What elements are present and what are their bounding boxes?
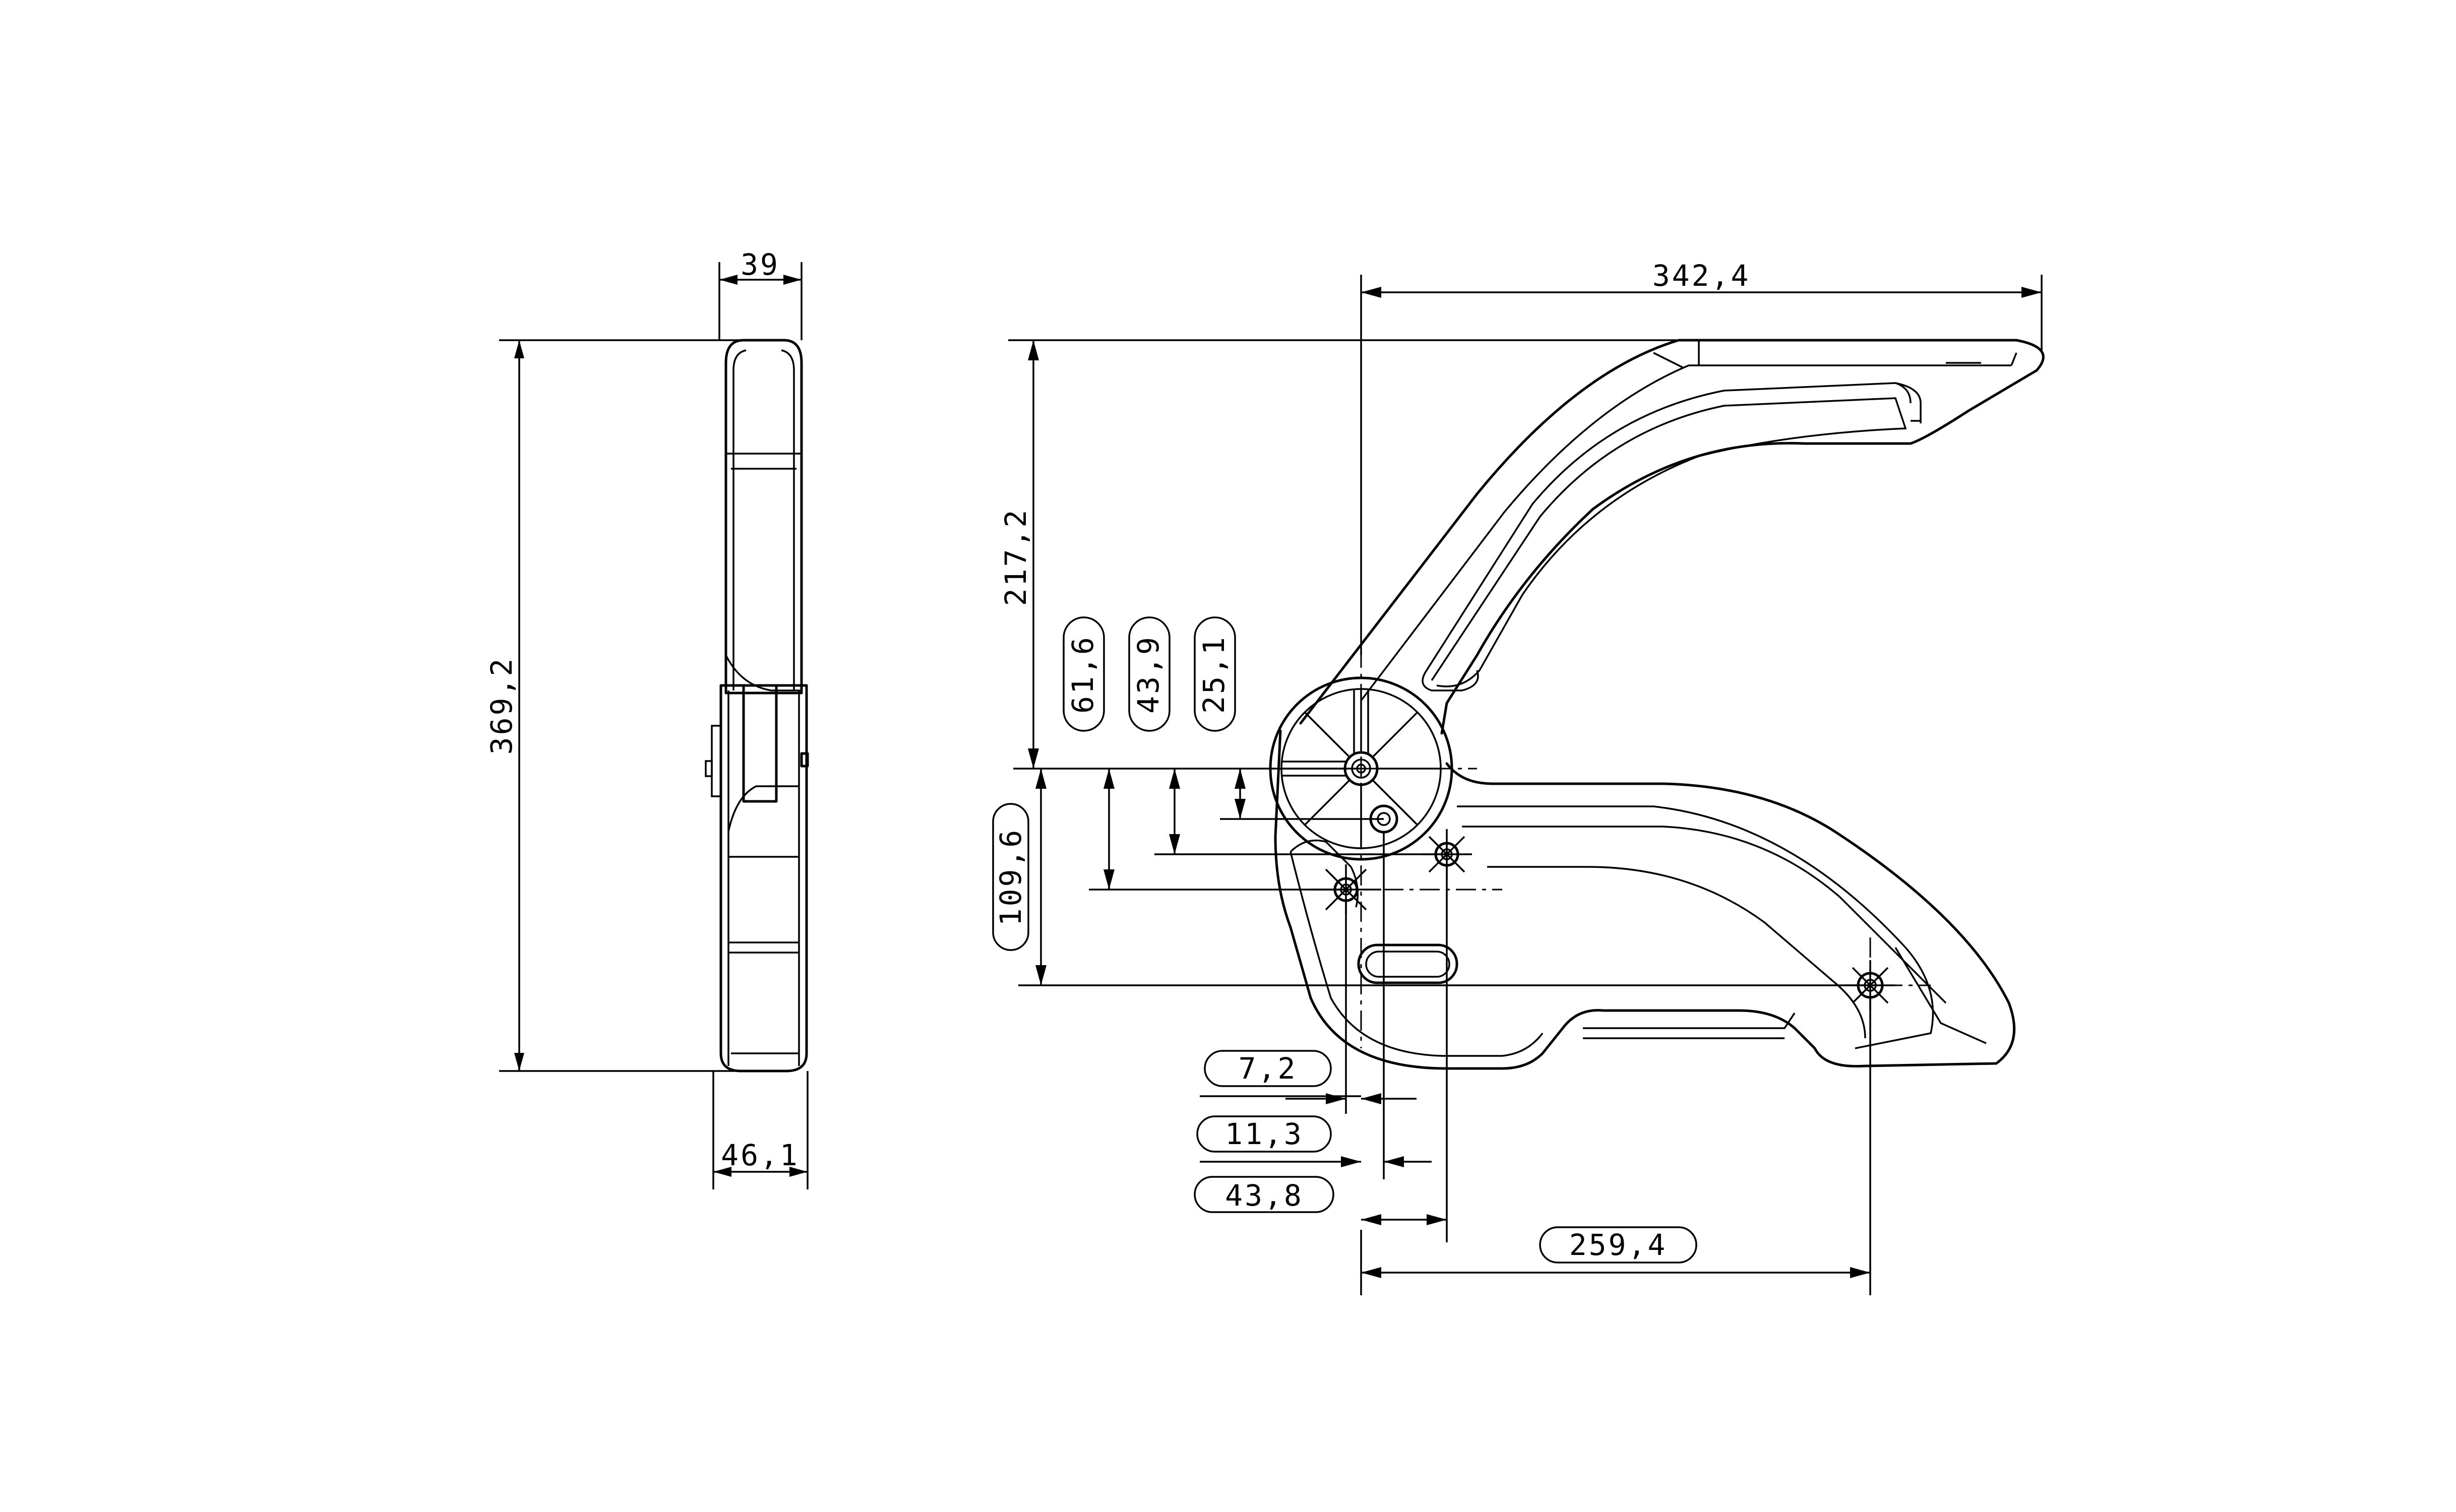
base-rail <box>1583 1013 1796 1039</box>
dim-side-width-bottom: 46,1 <box>712 1071 809 1189</box>
front-view: 342,4 217,2 109,6 61,6 43,9 <box>992 259 2045 1295</box>
side-base-outline <box>719 684 808 1073</box>
dim-front-width: 342,4 <box>1360 259 2043 655</box>
dim-side-width-bottom-label: 46,1 <box>721 1138 800 1172</box>
lever-nose-lines <box>1653 340 2017 369</box>
lever-inner-channel-top <box>1426 382 1922 671</box>
dim-front-width-label: 342,4 <box>1652 259 1751 293</box>
side-left-tab <box>711 725 722 797</box>
side-handle-inner-left <box>732 349 747 690</box>
dim-pivot-offset-b: 43,9 <box>1128 616 1447 855</box>
dim-front-height-lower-label: 109,6 <box>994 828 1028 926</box>
dim-horiz-offset-c-label: 43,8 <box>1225 1178 1304 1213</box>
lever-outline <box>1299 339 2045 735</box>
dim-front-height-lower: 109,6 <box>992 769 1870 986</box>
dim-side-width-top-label: 39 <box>741 247 780 282</box>
dim-pivot-offset-c-label: 25,1 <box>1197 635 1231 714</box>
side-handle-inner-right <box>781 349 795 690</box>
dim-front-height-upper-label: 217,2 <box>999 508 1033 606</box>
side-handle-outline <box>724 339 803 695</box>
side-handle-lower-curve <box>725 655 802 691</box>
base-inner-contour <box>1290 805 1934 1057</box>
dim-horiz-offset-c: 43,8 <box>1194 1176 1447 1225</box>
side-pivot-block <box>742 684 778 803</box>
dim-horiz-offset-a: 7,2 <box>1200 1050 1417 1104</box>
dim-side-height: 369,2 <box>484 339 741 1072</box>
lever-inner-top <box>1360 364 2011 702</box>
dim-pivot-offset-b-label: 43,9 <box>1131 635 1165 714</box>
base-slot-inner <box>1365 951 1450 978</box>
lever-channel-end <box>1895 382 1921 422</box>
base-inner-step <box>1462 826 1947 1004</box>
base-slot <box>1357 943 1458 984</box>
dim-horiz-offset-b-label: 11,3 <box>1225 1117 1304 1151</box>
dim-side-width-top: 39 <box>718 247 803 340</box>
dim-pivot-offset-a: 61,6 <box>1063 616 1346 891</box>
dim-horiz-offset-a-label: 7,2 <box>1239 1051 1298 1086</box>
lever-slot-tip <box>1422 670 1479 691</box>
side-base-curve <box>727 785 799 832</box>
side-left-nub <box>705 760 713 777</box>
dim-horiz-span: 259,4 <box>1360 1226 1870 1295</box>
dim-front-height-upper: 217,2 <box>999 339 1679 770</box>
base-outline <box>1274 729 2016 1070</box>
lever-inner-channel-bottom <box>1431 397 1907 687</box>
base-front-curve <box>1290 839 1359 908</box>
dim-ext-lines-lower <box>1345 832 1871 1295</box>
side-view: 39 369,2 46,1 <box>484 247 809 1189</box>
dim-horiz-span-label: 259,4 <box>1569 1228 1668 1262</box>
dim-horiz-offset-b: 11,3 <box>1196 1115 1432 1167</box>
dim-pivot-offset-a-label: 61,6 <box>1066 635 1100 714</box>
side-pivot-cap <box>800 752 809 768</box>
dim-pivot-offset-c: 25,1 <box>1194 616 1384 820</box>
base-right-tail <box>1894 947 1987 1044</box>
dim-side-height-label: 369,2 <box>484 657 519 755</box>
base-inner-recess <box>1487 866 1866 1039</box>
